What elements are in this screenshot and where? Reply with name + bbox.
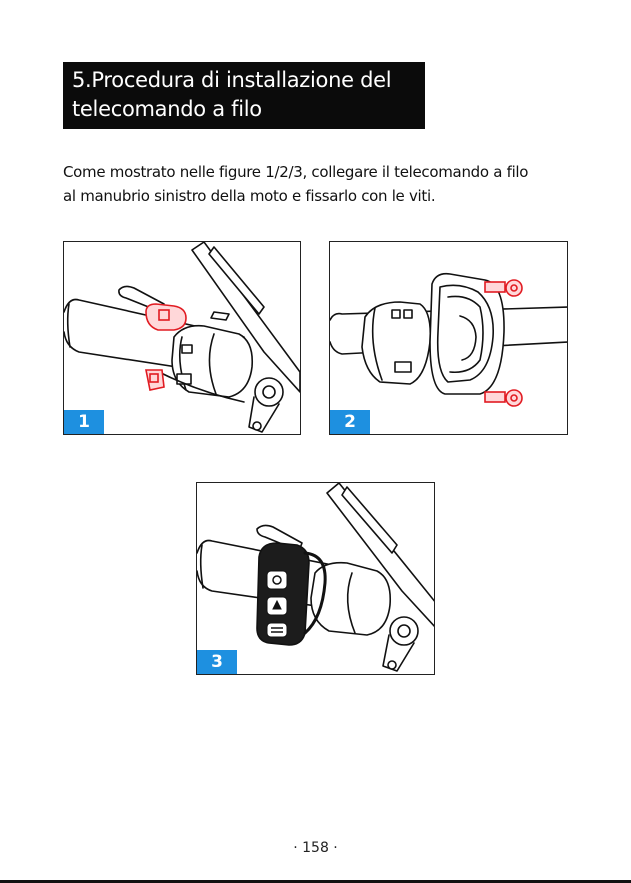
figure-1-badge: 1 bbox=[64, 410, 104, 434]
figure-1: 1 bbox=[63, 241, 301, 435]
figure-2-illustration bbox=[330, 242, 568, 435]
figure-2-badge: 2 bbox=[330, 410, 370, 434]
section-title: 5.Procedura di installazione del telecom… bbox=[63, 62, 425, 129]
intro-paragraph: Come mostrato nelle figure 1/2/3, colleg… bbox=[63, 160, 583, 208]
section-title-line-1: 5.Procedura di installazione del bbox=[72, 66, 417, 95]
figure-3-badge: 3 bbox=[197, 650, 237, 674]
page-number: · 158 · bbox=[0, 840, 631, 856]
intro-line-2: al manubrio sinistro della moto e fissar… bbox=[63, 184, 583, 208]
figure-3-illustration bbox=[197, 483, 435, 675]
section-title-line-2: telecomando a filo bbox=[72, 95, 417, 124]
figure-2: 2 bbox=[329, 241, 568, 435]
figure-3: 3 bbox=[196, 482, 435, 675]
intro-line-1: Come mostrato nelle figure 1/2/3, colleg… bbox=[63, 160, 583, 184]
figure-1-illustration bbox=[64, 242, 301, 435]
